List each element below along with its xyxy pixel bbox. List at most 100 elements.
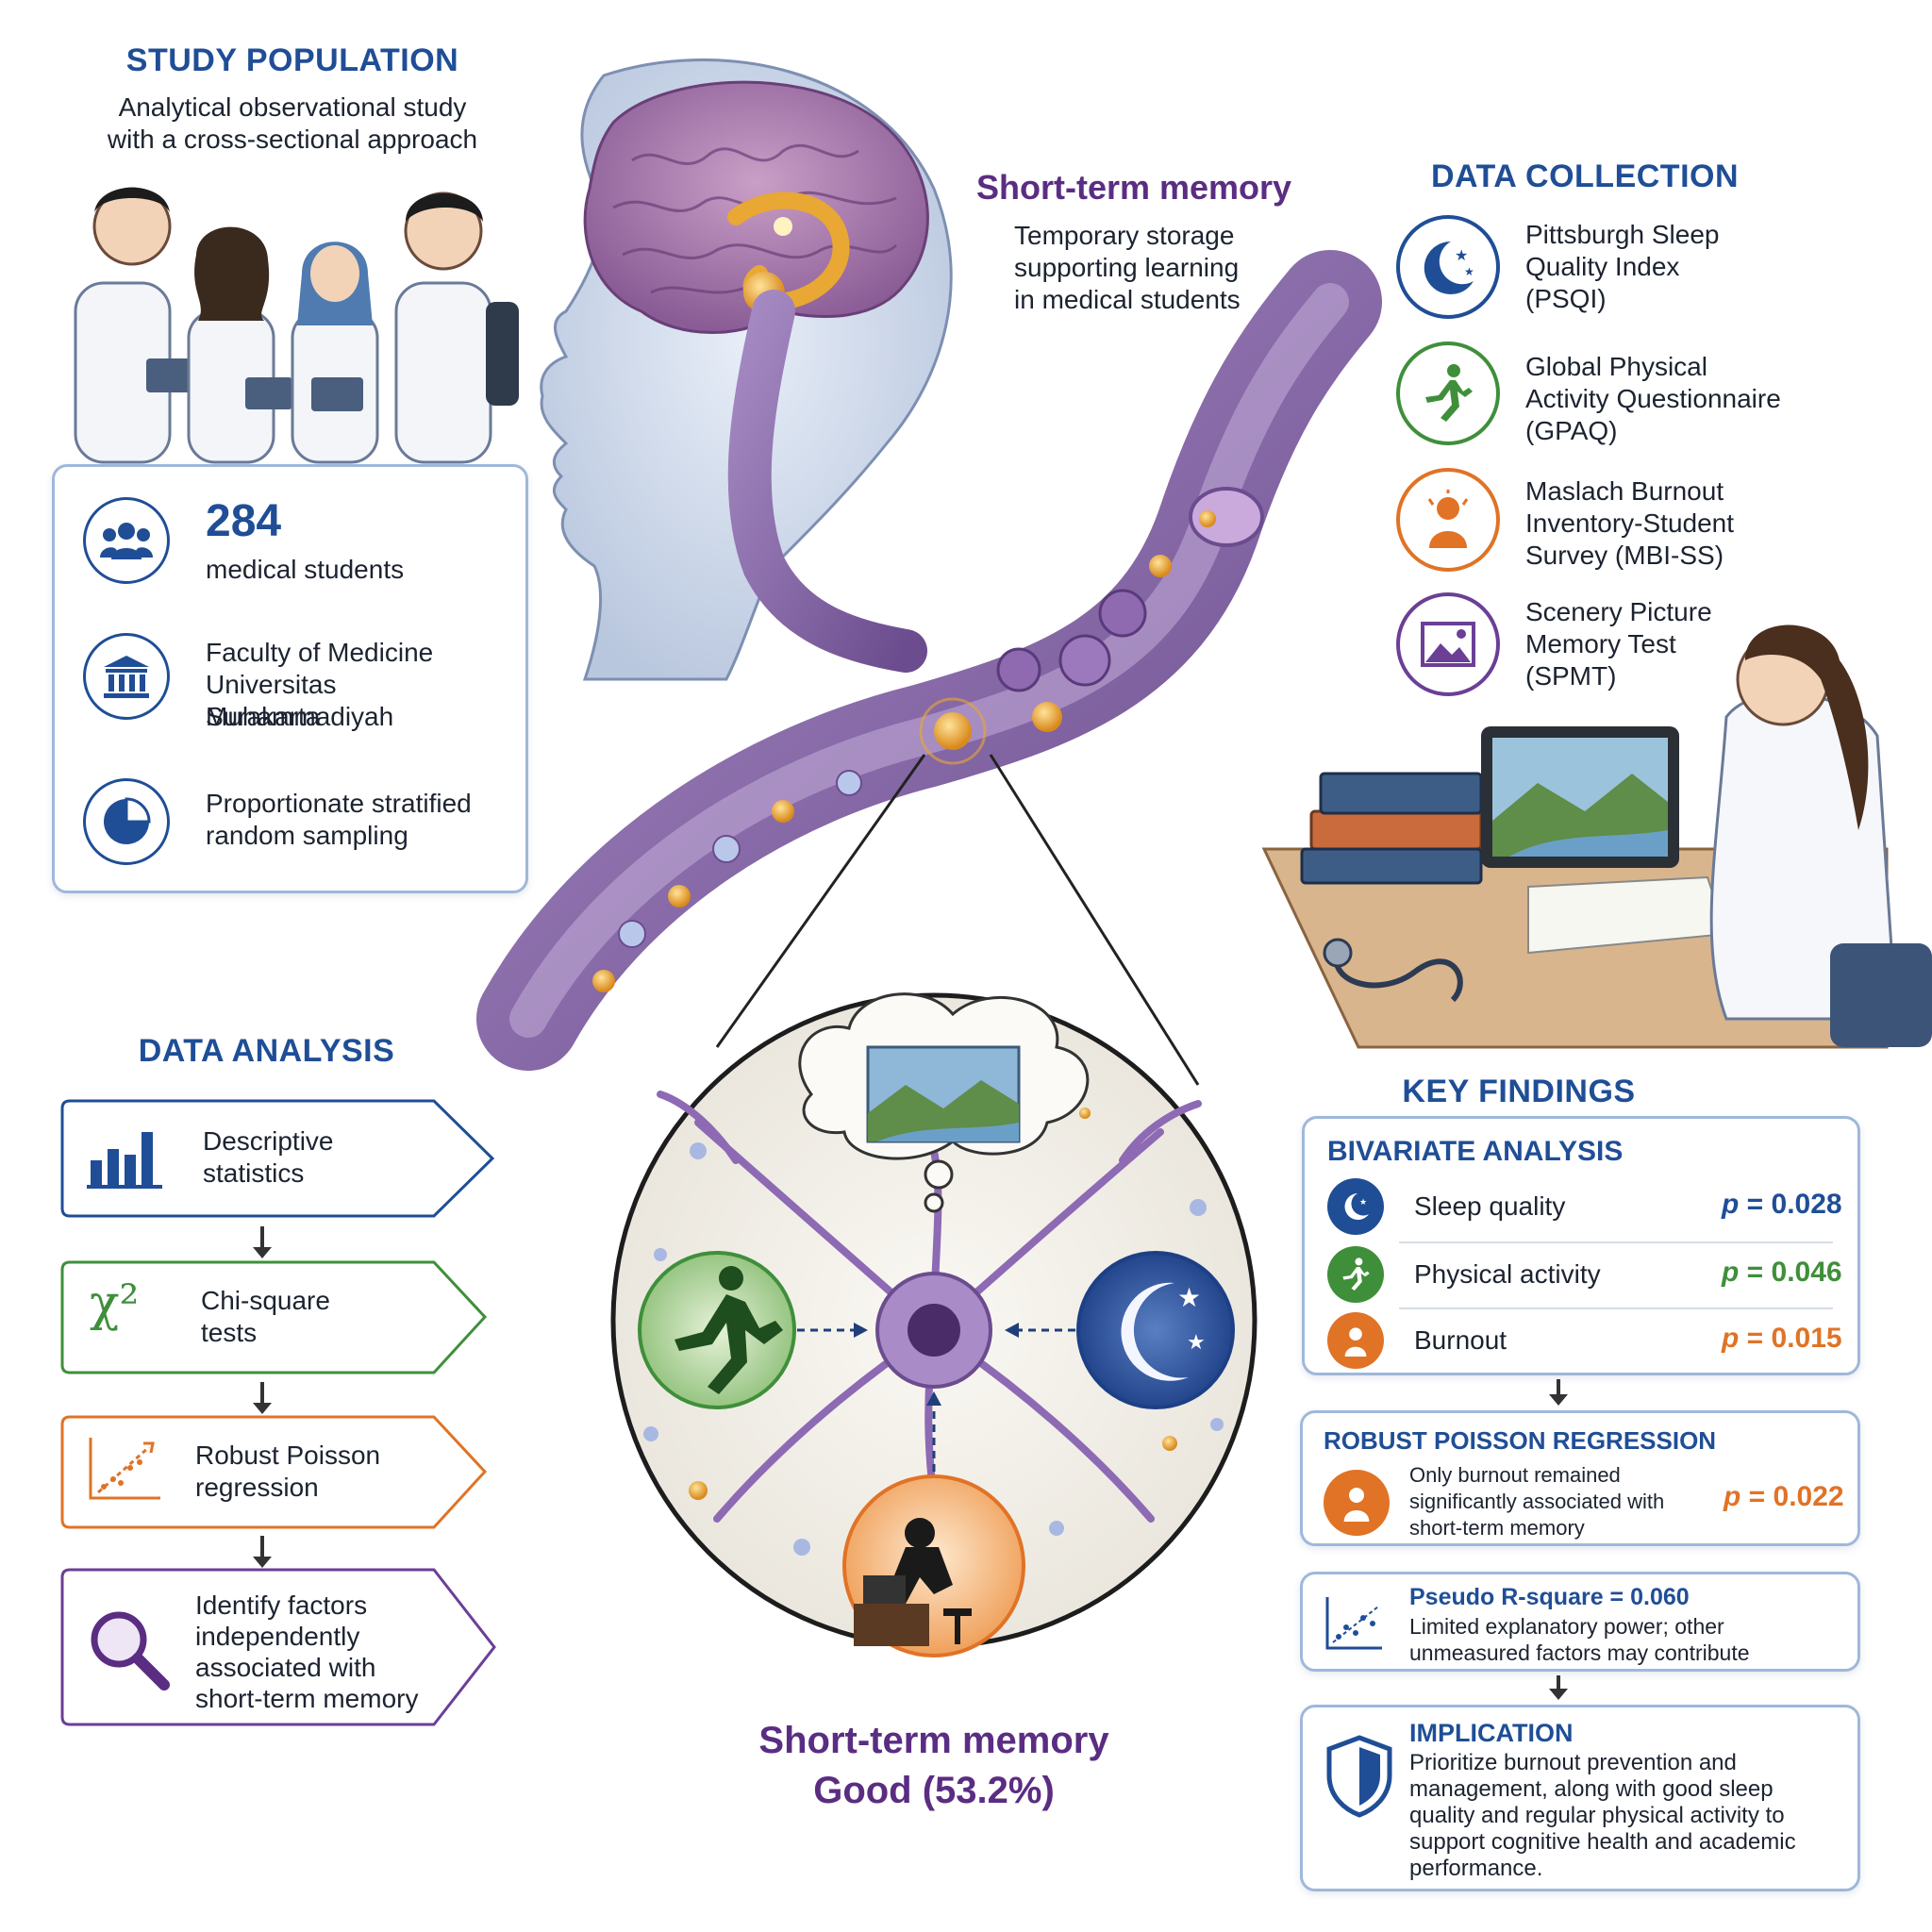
- analysis-step4-line1: Identify factors: [195, 1591, 368, 1620]
- flow-arrow-3: [253, 1536, 272, 1568]
- poisson-pvalue: p = 0.022: [1724, 1481, 1844, 1513]
- implication-line2: management, along with good sleep: [1409, 1776, 1774, 1802]
- chi-square-icon: χ²: [90, 1275, 140, 1332]
- p-symbol: p: [1722, 1323, 1740, 1354]
- poisson-title: ROBUST POISSON REGRESSION: [1324, 1426, 1717, 1455]
- poisson-card: ROBUST POISSON REGRESSION Only burnout r…: [1300, 1410, 1860, 1546]
- mbiss-line3: Survey (MBI-SS): [1525, 541, 1724, 570]
- p-symbol: p: [1722, 1257, 1740, 1288]
- bivariate-row1-pvalue: p = 0.028: [1722, 1189, 1842, 1221]
- p-number: = 0.046: [1739, 1257, 1842, 1288]
- group-icon: [83, 497, 170, 584]
- magnifier-icon: [83, 1604, 174, 1699]
- data-analysis-heading: DATA ANALYSIS: [138, 1033, 395, 1069]
- findings-arrow-2: [1549, 1675, 1568, 1700]
- implication-line5: performance.: [1409, 1856, 1543, 1881]
- spmt-line3: (SPMT): [1525, 661, 1617, 691]
- running-icon: [1327, 1246, 1384, 1303]
- svg-text:★: ★: [1187, 1331, 1206, 1355]
- bivariate-row2-label: Physical activity: [1414, 1259, 1601, 1289]
- analysis-step4-line3: associated with: [195, 1653, 376, 1682]
- moon-stars-icon: ★★: [1396, 215, 1500, 319]
- pie-chart-icon: [83, 778, 170, 865]
- bar-chart-icon: [87, 1123, 162, 1195]
- spmt-line1: Scenery Picture: [1525, 597, 1712, 626]
- brain-desc-line3: in medical students: [1014, 285, 1241, 314]
- p-number: = 0.028: [1739, 1189, 1842, 1220]
- study-population-heading: STUDY POPULATION: [125, 42, 459, 78]
- analysis-step-identify: [60, 1568, 496, 1726]
- gpaq-line2: Activity Questionnaire: [1525, 384, 1781, 413]
- bivariate-row3-label: Burnout: [1414, 1325, 1507, 1355]
- poisson-line2: significantly associated with: [1409, 1490, 1665, 1513]
- brain-desc-line1: Temporary storage: [1014, 221, 1235, 250]
- stressed-person-icon: [1396, 468, 1500, 572]
- pseudo-r-line2: unmeasured factors may contribute: [1409, 1641, 1750, 1665]
- gpaq-line1: Global Physical: [1525, 352, 1707, 381]
- burnout-person-icon: [1324, 1470, 1390, 1536]
- implication-line4: support cognitive health and academic: [1409, 1829, 1796, 1855]
- implication-line1: Prioritize burnout prevention and: [1409, 1750, 1737, 1775]
- psqi-line2: Quality Index: [1525, 252, 1680, 281]
- moon-icon: ★: [1327, 1178, 1384, 1235]
- poisson-line1: Only burnout remained: [1409, 1463, 1621, 1487]
- analysis-step3-line1: Robust Poisson: [195, 1441, 381, 1470]
- faculty-line3: Surakarta: [206, 702, 321, 731]
- data-collection-heading: DATA COLLECTION: [1430, 158, 1740, 194]
- pseudo-r-line1: Limited explanatory power; other: [1409, 1614, 1724, 1639]
- p-number: = 0.022: [1740, 1481, 1844, 1512]
- trend-scatter-icon: [87, 1434, 162, 1507]
- svg-text:★: ★: [1177, 1282, 1201, 1313]
- mbiss-line2: Inventory-Student: [1525, 508, 1735, 538]
- result-title: Short-term memory: [758, 1720, 1109, 1761]
- running-person-icon: [1396, 341, 1500, 445]
- bivariate-title: BIVARIATE ANALYSIS: [1327, 1136, 1624, 1167]
- burnout-icon: [1327, 1312, 1384, 1369]
- bivariate-card: BIVARIATE ANALYSIS ★ Sleep quality p = 0…: [1302, 1116, 1860, 1375]
- psqi-line3: (PSQI): [1525, 284, 1607, 313]
- pseudo-r-card: Pseudo R-square = 0.060 Limited explanat…: [1300, 1572, 1860, 1672]
- analysis-step-chisquare: [60, 1260, 488, 1374]
- implication-line3: quality and regular physical activity to: [1409, 1803, 1785, 1828]
- bivariate-row1-label: Sleep quality: [1414, 1191, 1566, 1221]
- implication-card: IMPLICATION Prioritize burnout preventio…: [1300, 1705, 1860, 1891]
- analysis-step-poisson: [60, 1415, 488, 1529]
- spmt-line2: Memory Test: [1525, 629, 1676, 658]
- implication-title: IMPLICATION: [1409, 1719, 1574, 1747]
- participant-label: medical students: [206, 555, 405, 584]
- scatter-plot-icon: [1324, 1595, 1384, 1657]
- key-findings-heading: KEY FINDINGS: [1402, 1074, 1636, 1109]
- pseudo-r-title: Pseudo R-square = 0.060: [1409, 1584, 1690, 1610]
- study-design-line1: Analytical observational study: [118, 92, 467, 122]
- svg-text:★: ★: [1464, 265, 1474, 278]
- flow-arrow-2: [253, 1382, 272, 1414]
- sampling-line2: random sampling: [206, 821, 408, 850]
- row-divider: [1399, 1241, 1833, 1243]
- brain-title: Short-term memory: [976, 168, 1292, 207]
- gpaq-line3: (GPAQ): [1525, 416, 1618, 445]
- poisson-line3: short-term memory: [1409, 1516, 1585, 1540]
- sampling-line1: Proportionate stratified: [206, 789, 472, 818]
- bivariate-row3-pvalue: p = 0.015: [1722, 1323, 1842, 1355]
- bivariate-row2-pvalue: p = 0.046: [1722, 1257, 1842, 1289]
- result-value: Good (53.2%): [813, 1770, 1055, 1811]
- psqi-line1: Pittsburgh Sleep: [1525, 220, 1720, 249]
- study-population-card: 284 medical students Faculty of Medicine…: [52, 464, 528, 893]
- landscape-picture-icon: [1396, 592, 1500, 696]
- analysis-step2-line2: tests: [201, 1318, 258, 1347]
- brain-desc-line2: supporting learning: [1014, 253, 1240, 282]
- analysis-step3-line2: regression: [195, 1473, 319, 1502]
- p-symbol: p: [1722, 1189, 1740, 1220]
- study-design-line2: with a cross-sectional approach: [107, 125, 478, 154]
- analysis-step4-line2: independently: [195, 1622, 360, 1651]
- participant-count: 284: [206, 496, 282, 546]
- mbiss-line1: Maslach Burnout: [1525, 476, 1724, 506]
- findings-arrow-1: [1549, 1379, 1568, 1406]
- faculty-line2: Universitas Muhammadiyah: [206, 670, 394, 731]
- analysis-step2-line1: Chi-square: [201, 1286, 330, 1315]
- svg-text:★: ★: [1455, 246, 1468, 264]
- analysis-step1-line1: Descriptive: [203, 1126, 334, 1156]
- p-number: = 0.015: [1739, 1323, 1842, 1354]
- shield-icon: [1324, 1734, 1395, 1824]
